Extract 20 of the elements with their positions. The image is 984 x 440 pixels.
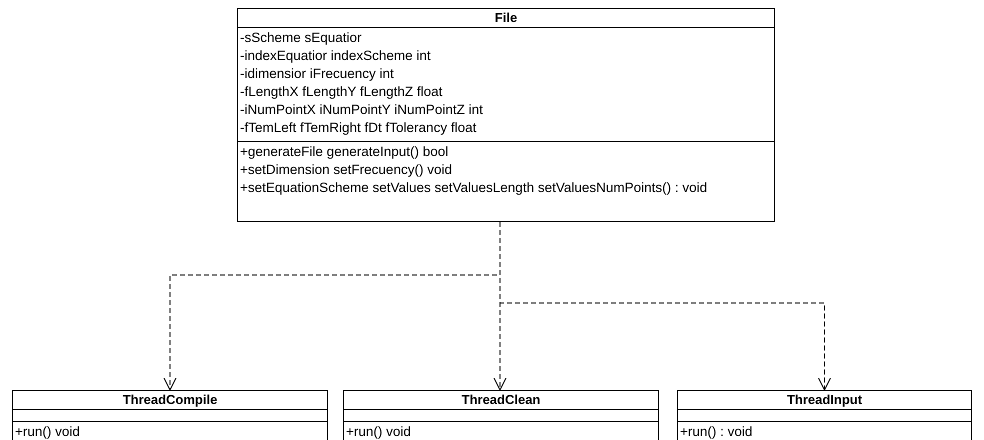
- attribute-text: -idimensior iFrecuency int: [239, 65, 394, 83]
- method-text: +setEquationScheme setValues setValuesLength setValuesNumPoints() : void: [239, 179, 708, 197]
- attribute-text: -fLengthX fLengthY fLengthZ float: [239, 83, 442, 101]
- class-box: [677, 390, 972, 440]
- attribute-text: -indexEquatior indexScheme int: [239, 47, 431, 65]
- class-box: [237, 8, 775, 222]
- method-text: +setDimension setFrecuency() void: [239, 161, 452, 179]
- attribute-text: -fTemLeft fTemRight fDt fTolerancy float: [239, 119, 476, 137]
- method-text: +generateFile generateInput() bool: [239, 143, 448, 161]
- method-text: +run() void: [14, 423, 80, 440]
- class-name: ThreadCompile: [122, 392, 218, 408]
- method-text: +run() void: [345, 423, 411, 440]
- method-text: +run() : void: [679, 423, 752, 440]
- class-name: ThreadInput: [786, 392, 862, 408]
- attribute-text: -sScheme sEquatior: [239, 29, 362, 47]
- class-name: ThreadClean: [462, 392, 540, 408]
- class-box: [343, 390, 659, 440]
- attribute-text: -iNumPointX iNumPointY iNumPointZ int: [239, 101, 483, 119]
- class-name: File: [494, 10, 518, 26]
- class-box: [12, 390, 328, 440]
